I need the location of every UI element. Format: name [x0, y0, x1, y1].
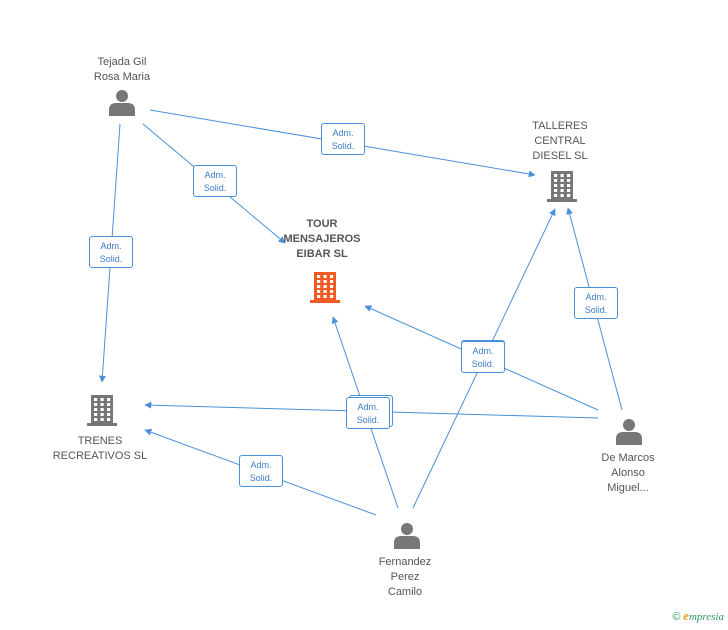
edge-label-fernandez-talleres[interactable]: Adm. Solid. — [461, 341, 505, 373]
edge-label-line: Adm. — [332, 128, 354, 138]
brand-name: mpresia — [688, 611, 724, 623]
edge-label-line: Adm. — [100, 241, 122, 251]
node-trenes-building-icon[interactable] — [87, 395, 117, 426]
edge-label-tejada-talleres[interactable]: Adm. Solid. — [321, 123, 365, 155]
edge-label-line: Solid. — [203, 183, 227, 193]
edge-label-tejada-tour[interactable]: Adm. Solid. — [193, 165, 237, 197]
edge-label-line: Adm. — [357, 402, 379, 412]
edge-label-line: Solid. — [99, 254, 123, 264]
node-fernandez-person-icon[interactable] — [394, 523, 420, 549]
node-tour-building-icon[interactable] — [310, 272, 340, 303]
node-label-demarcos[interactable]: De Marcos Alonso Miguel... — [601, 452, 655, 494]
edge-label-line: Solid. — [356, 415, 380, 425]
edge-label-line: Adm. — [585, 292, 607, 302]
edge-label-tejada-trenes[interactable]: Adm. Solid. — [89, 236, 133, 268]
node-tejada-person-icon[interactable] — [109, 90, 135, 116]
edge-label-line: Solid. — [249, 473, 273, 483]
node-label-trenes[interactable]: TRENES RECREATIVOS SL — [52, 435, 148, 462]
node-label-fernandez[interactable]: Fernandez Perez Camilo — [378, 556, 432, 598]
edge-label-line: Adm. — [204, 170, 226, 180]
node-talleres-building-icon[interactable] — [547, 171, 577, 202]
node-label-tejada[interactable]: Tejada Gil Rosa Maria — [93, 56, 151, 83]
copyright-icon: © — [672, 611, 681, 623]
node-label-tour[interactable]: TOUR MENSAJEROS EIBAR SL — [283, 218, 361, 260]
node-demarcos-person-icon[interactable] — [616, 419, 642, 445]
edge-label-line: Solid. — [331, 141, 355, 151]
edge-label-fernandez-tour[interactable]: Adm. Solid. — [346, 397, 390, 429]
node-label-talleres[interactable]: TALLERES CENTRAL DIESEL SL — [532, 120, 588, 162]
edge-label-demarcos-talleres[interactable]: Adm. Solid. — [574, 287, 618, 319]
edge-label-line: Adm. — [472, 346, 494, 356]
edge-label-fernandez-trenes[interactable]: Adm. Solid. — [239, 455, 283, 487]
edge-label-line: Solid. — [584, 305, 608, 315]
brand-initial: e — [683, 608, 689, 623]
empresia-watermark[interactable]: © empresia — [672, 608, 724, 624]
edge-label-line: Adm. — [250, 460, 272, 470]
edge-label-line: Solid. — [471, 359, 495, 369]
